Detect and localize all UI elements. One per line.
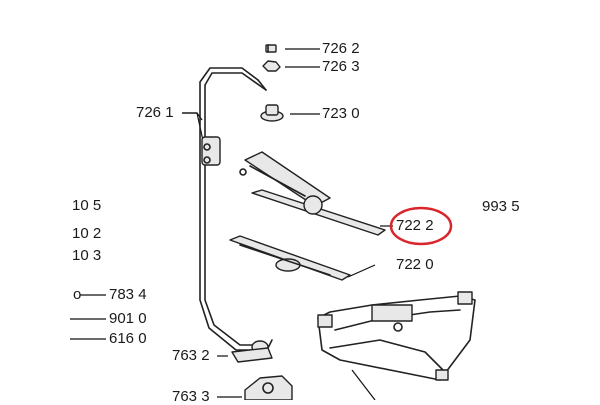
valve-part: [231, 339, 273, 363]
basket-frame-part: [317, 291, 476, 381]
callout-763-3: 763 3: [172, 388, 210, 405]
highlight-ellipse: [389, 206, 453, 246]
callout-726-1: 726 1: [136, 104, 174, 121]
spray-hub-part: [260, 104, 284, 122]
gasket-icon: o: [73, 286, 82, 303]
callout-10-5: 10 5: [72, 197, 102, 214]
callout-726-2: 726 2: [322, 40, 360, 57]
callout-763-2: 763 2: [172, 347, 210, 364]
leader-lines: [70, 48, 393, 400]
callout-10-2: 10 2: [72, 225, 102, 242]
lower-spray-arm-part: [229, 235, 351, 281]
callout-901-0: 901 0: [109, 310, 147, 327]
pump-part: [244, 375, 293, 400]
callout-993-5: 993 5: [482, 198, 520, 215]
callout-10-3: 10 3: [72, 247, 102, 264]
callout-726-3: 726 3: [322, 58, 360, 75]
nut-part: [265, 44, 277, 53]
callout-616-0: 616 0: [109, 330, 147, 347]
callout-722-0: 722 0: [396, 256, 434, 273]
callout-723-0: 723 0: [322, 105, 360, 122]
callout-722-2: 722 2: [396, 217, 434, 234]
upper-spray-arm-part: [239, 151, 386, 236]
callout-783-4: 783 4: [109, 286, 147, 303]
clip-part: [262, 60, 281, 72]
supply-pipe-part: [199, 67, 269, 354]
